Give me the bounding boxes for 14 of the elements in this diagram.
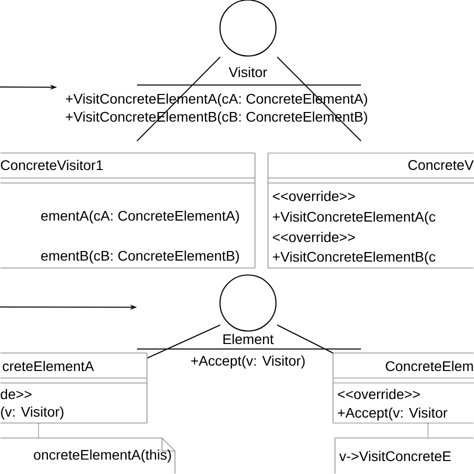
note-box: v->VisitConcreteE [334, 438, 474, 474]
node-label: Visitor [228, 66, 268, 78]
connector-line [276, 324, 334, 354]
dotted-line [38, 422, 39, 438]
class-box: ConcreteVisitor1 ementA(cA: ConcreteElementA) ementB(cB: ConcreteElementB) [0, 152, 256, 268]
node-label: Element [223, 334, 274, 344]
connector-line [146, 324, 221, 358]
node-label: +Accept(v: Visitor) [191, 355, 305, 369]
connector-line [136, 56, 221, 142]
note-box: oncreteElementA(this) [0, 438, 176, 474]
class-box: creteElementA de>> (v: Visitor) [0, 352, 148, 424]
class-box: ConcreteV <<override>> +VisitConcreteElementA(c <<override>> +VisitConcreteElementB(c [268, 152, 474, 268]
class-box: ConcreteElem <<override>> +Accept(v: Visitor [332, 352, 474, 424]
connector-line [276, 56, 362, 142]
